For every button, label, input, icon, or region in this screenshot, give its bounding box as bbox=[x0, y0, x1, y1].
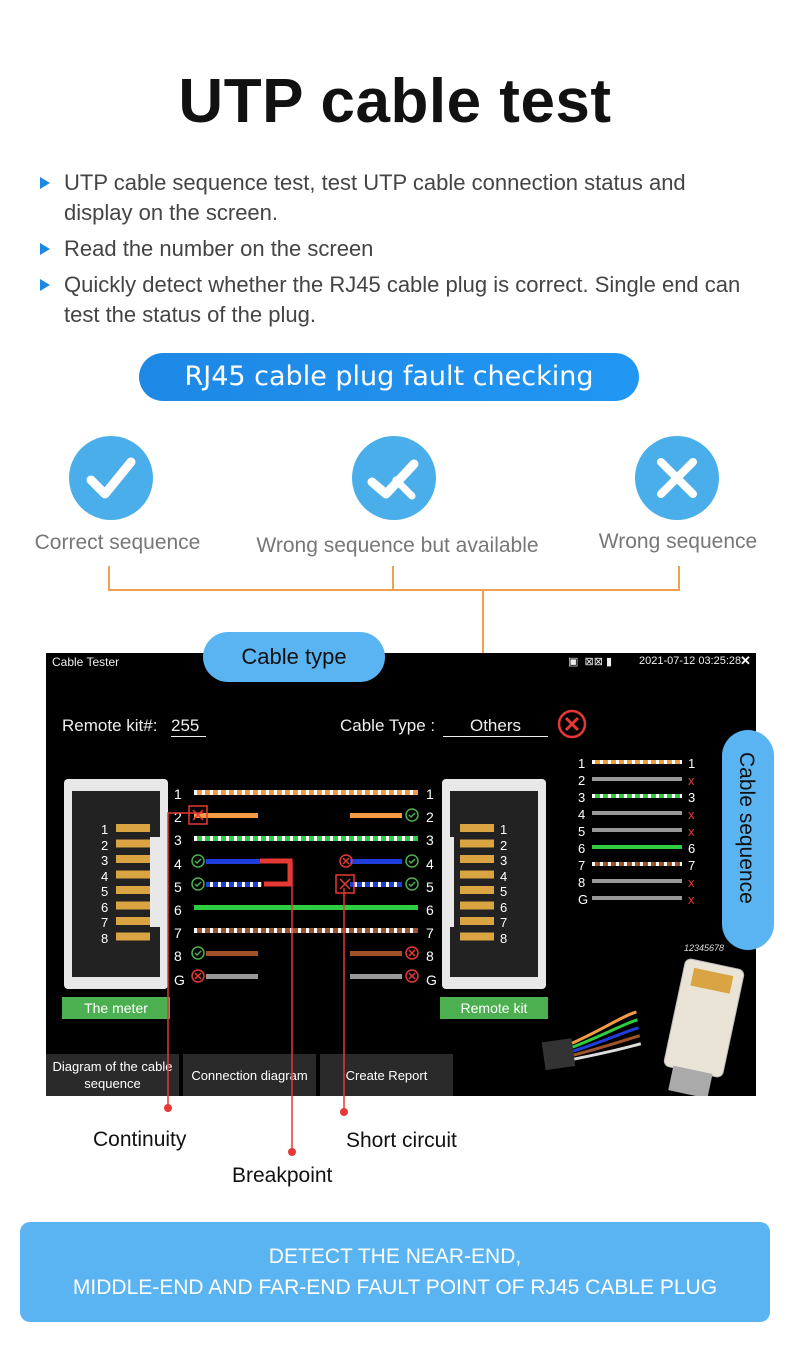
remote-gold-contacts bbox=[460, 824, 494, 941]
bottom-banner: DETECT THE NEAR-END, MIDDLE-END AND FAR-… bbox=[20, 1222, 770, 1322]
wire-5-right bbox=[350, 882, 402, 887]
check-icon bbox=[86, 457, 136, 499]
remote-kit-label: Remote kit#: bbox=[62, 716, 158, 735]
wire-8-right bbox=[350, 951, 402, 956]
cable-type-value: Others bbox=[443, 716, 548, 737]
correct-sequence-label: Correct sequence bbox=[34, 531, 201, 554]
fault-checking-banner: RJ45 cable plug fault checking bbox=[139, 353, 639, 401]
tester-screen: Cable Tester ▣ ⊠⊠ ▮ 2021-07-12 03:25:28 … bbox=[46, 653, 756, 1096]
check-cross-icon bbox=[367, 459, 419, 500]
meter-gold-contacts bbox=[116, 824, 150, 941]
tab-cable-sequence-diagram[interactable]: Diagram of the cable sequence bbox=[46, 1054, 179, 1096]
callout-lines bbox=[164, 812, 348, 1156]
cable-sequence-bubble: Cable sequence bbox=[722, 730, 774, 950]
remote-kit-value: 255 bbox=[171, 716, 206, 737]
feature-list: UTP cable sequence test, test UTP cable … bbox=[38, 168, 758, 336]
wire-1 bbox=[194, 790, 418, 795]
wire-3 bbox=[194, 836, 418, 841]
remote-kit-label-btn: Remote kit bbox=[440, 997, 548, 1019]
tab-connection-diagram[interactable]: Connection diagram bbox=[183, 1054, 316, 1096]
ok-marks bbox=[191, 808, 419, 960]
continuity-fault-box bbox=[188, 805, 208, 825]
wire-2-left bbox=[194, 813, 258, 818]
meter-label: The meter bbox=[62, 997, 170, 1019]
correct-sequence-badge bbox=[69, 436, 153, 520]
short-jumper bbox=[260, 858, 293, 887]
wire-5-left bbox=[206, 882, 262, 887]
feature-item: UTP cable sequence test, test UTP cable … bbox=[38, 168, 758, 228]
triangle-bullet-icon bbox=[40, 279, 50, 291]
wire-g-right bbox=[350, 974, 402, 979]
screen-app-title: Cable Tester bbox=[52, 655, 120, 669]
continuity-callout: Continuity bbox=[93, 1128, 187, 1151]
breakpoint-callout: Breakpoint bbox=[232, 1164, 333, 1187]
tab-create-report[interactable]: Create Report bbox=[320, 1054, 453, 1096]
wire-g-left bbox=[206, 974, 258, 979]
wire-7 bbox=[194, 928, 418, 933]
triangle-bullet-icon bbox=[40, 243, 50, 255]
wire-6 bbox=[194, 905, 418, 910]
wire-4-right bbox=[350, 859, 402, 864]
feature-item: Quickly detect whether the RJ45 cable pl… bbox=[38, 270, 758, 330]
cable-type-label: Cable Type : bbox=[340, 716, 436, 735]
page-title: UTP cable test bbox=[178, 67, 612, 136]
status-icons: ▣ ⊠⊠ ▮ bbox=[568, 656, 613, 668]
cable-type-bubble: Cable type bbox=[203, 632, 385, 682]
feature-item: Read the number on the screen bbox=[38, 234, 758, 264]
wire-8-left bbox=[206, 951, 258, 956]
short-fault-box bbox=[335, 874, 355, 894]
fail-icon bbox=[557, 709, 587, 739]
wrong-sequence-label: Wrong sequence bbox=[598, 530, 758, 553]
wrong-but-available-label: Wrong sequence but available bbox=[256, 534, 539, 557]
sequence-wires bbox=[592, 760, 682, 900]
short-circuit-callout: Short circuit bbox=[346, 1129, 457, 1152]
wire-2-right bbox=[350, 813, 402, 818]
error-marks bbox=[191, 854, 419, 983]
triangle-bullet-icon bbox=[40, 177, 50, 189]
wire-diagram bbox=[188, 790, 419, 983]
banner-line-2: MIDDLE-END AND FAR-END FAULT POINT OF RJ… bbox=[72, 1276, 718, 1299]
wrong-but-available-badge bbox=[352, 436, 436, 520]
rj45-plug-image bbox=[541, 958, 745, 1096]
wrong-sequence-badge bbox=[635, 436, 719, 520]
wire-4-left bbox=[206, 859, 260, 864]
plug-code: 12345678 bbox=[684, 943, 725, 953]
cross-icon bbox=[657, 458, 697, 498]
banner-line-1: DETECT THE NEAR-END, bbox=[268, 1245, 522, 1268]
screen-datetime: 2021-07-12 03:25:28 bbox=[639, 655, 742, 667]
close-icon[interactable]: ✕ bbox=[740, 653, 751, 668]
